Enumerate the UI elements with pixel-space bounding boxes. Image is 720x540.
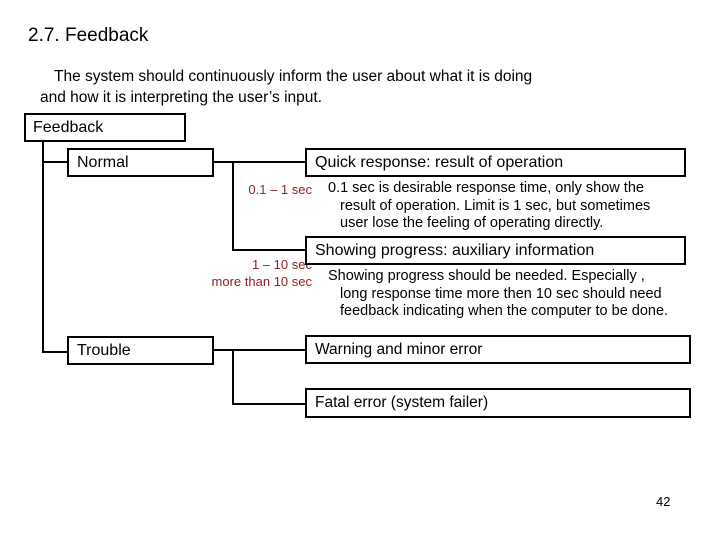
node-fatal-error-label: Fatal error (system failer): [315, 394, 489, 411]
intro-line-1: The system should continuously inform th…: [54, 68, 533, 85]
timing-label-progress-range: 1 – 10 sec: [252, 257, 312, 272]
description-showing-progress: Showing progress should be needed. Espec…: [328, 268, 700, 321]
timing-label-quick-response: 0.1 – 1 sec: [248, 182, 312, 197]
intro-line-2: and how it is interpreting the user’s in…: [40, 89, 323, 106]
node-feedback-label: Feedback: [33, 118, 104, 136]
connector-trouble-spine: [232, 349, 234, 405]
description-quick-response-line-3: user lose the feeling of operating direc…: [340, 215, 604, 231]
node-trouble[interactable]: Trouble: [67, 336, 214, 365]
connector-normal-spine: [232, 161, 234, 251]
description-quick-response-line-1: 0.1 sec is desirable response time, only…: [328, 180, 644, 196]
connector-normal-out: [212, 161, 234, 163]
page-number: 42: [656, 494, 671, 509]
intro-paragraph: The system should continuously inform th…: [40, 66, 690, 108]
description-quick-response-line-2: result of operation. Limit is 1 sec, but…: [340, 197, 651, 214]
connector-normal-to-progress: [232, 249, 307, 251]
node-normal-label: Normal: [77, 153, 129, 171]
connector-trouble-to-fatal: [232, 403, 307, 405]
node-quick-response-label: Quick response: result of operation: [315, 153, 564, 171]
node-showing-progress[interactable]: Showing progress: auxiliary information: [305, 236, 686, 265]
node-trouble-label: Trouble: [77, 341, 131, 359]
connector-root-spine: [42, 141, 44, 353]
page-title: 2.7. Feedback: [28, 25, 149, 46]
connector-trouble-to-warning: [232, 349, 307, 351]
node-normal[interactable]: Normal: [67, 148, 214, 177]
connector-trouble-out: [212, 349, 234, 351]
connector-root-to-trouble: [42, 351, 69, 353]
node-fatal-error[interactable]: Fatal error (system failer): [305, 388, 691, 418]
description-showing-progress-line-3: feedback indicating when the computer to…: [340, 303, 669, 319]
timing-label-progress-long: more than 10 sec: [211, 274, 312, 289]
node-showing-progress-label: Showing progress: auxiliary information: [315, 241, 595, 259]
node-quick-response[interactable]: Quick response: result of operation: [305, 148, 686, 177]
node-feedback[interactable]: Feedback: [24, 113, 186, 142]
connector-root-to-normal: [42, 161, 69, 163]
description-showing-progress-line-2: long response time more then 10 sec shou…: [340, 285, 662, 302]
node-warning-minor-error-label: Warning and minor error: [315, 340, 483, 358]
connector-normal-to-quick: [232, 161, 307, 163]
node-warning-minor-error[interactable]: Warning and minor error: [305, 335, 691, 364]
description-quick-response: 0.1 sec is desirable response time, only…: [328, 180, 690, 233]
description-showing-progress-line-1: Showing progress should be needed. Espec…: [328, 268, 645, 284]
